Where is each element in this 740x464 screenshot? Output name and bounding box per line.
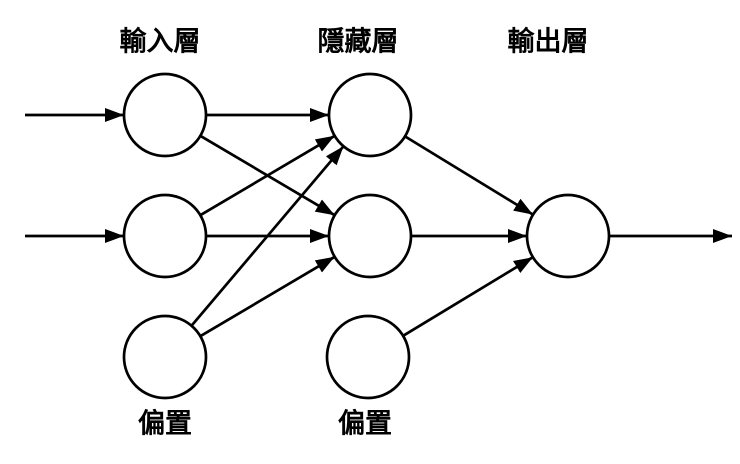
node-hidden-bias: [325, 314, 411, 400]
edge-hidden-bias-output-1: [402, 256, 534, 337]
edge-hidden-1-output-1: [404, 135, 534, 216]
output-layer-label: 輸出層: [507, 26, 589, 57]
edge-input-bias-hidden-1: [190, 145, 345, 327]
edge-input-bias-hidden-2: [199, 255, 336, 338]
node-input-2: [122, 193, 208, 279]
node-hidden-2: [327, 193, 413, 279]
node-output-1: [525, 193, 611, 279]
hidden-bias-label: 偏置: [338, 408, 392, 439]
node-input-1: [122, 72, 208, 158]
node-input-bias: [122, 314, 208, 400]
input-bias-label: 偏置: [138, 408, 192, 439]
edge-input-2-hidden-1: [199, 134, 336, 217]
node-hidden-1: [327, 72, 413, 158]
input-layer-label: 輸入層: [119, 26, 201, 57]
hidden-layer-label: 隱藏層: [317, 26, 399, 57]
